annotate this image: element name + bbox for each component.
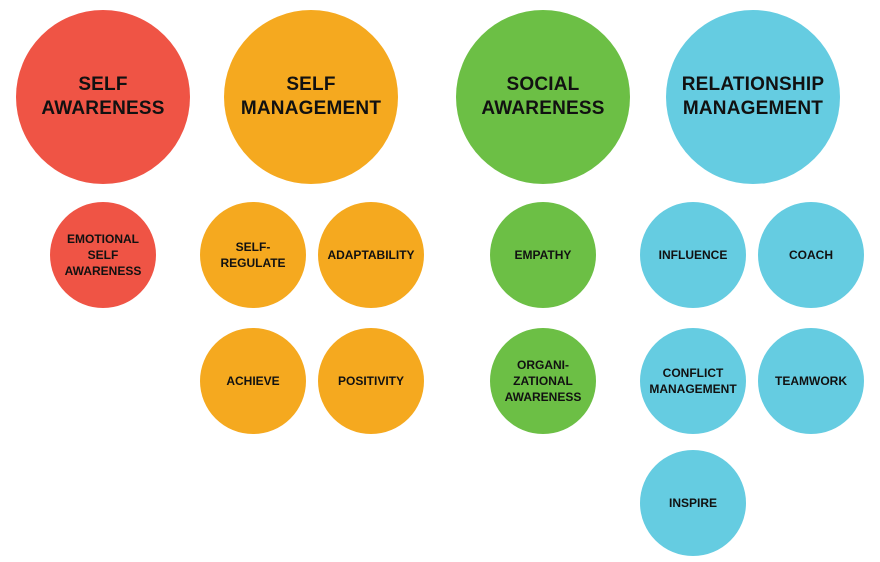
competency-label: POSITIVITY: [337, 374, 404, 388]
competency-coach: COACH: [758, 202, 864, 308]
competency-label: INFLUENCE: [658, 248, 728, 262]
competency-inspire: INSPIRE: [640, 450, 746, 556]
competency-label: COACH: [789, 248, 833, 262]
competency-positivity: POSITIVITY: [318, 328, 424, 434]
competency-label: ADAPTABILITY: [327, 248, 415, 262]
competency-label: CONFLICT MANAGEMENT: [649, 366, 737, 396]
category-relationship-management: RELATIONSHIP MANAGEMENT: [666, 10, 840, 184]
competency-label: SELF- REGULATE: [220, 240, 286, 270]
category-title: RELATIONSHIP MANAGEMENT: [681, 74, 825, 119]
competency-label: EMOTIONAL SELF AWARENESS: [64, 232, 142, 278]
category-self-management: SELF MANAGEMENT: [224, 10, 398, 184]
competency-emotional-self-awareness: EMOTIONAL SELF AWARENESS: [50, 202, 156, 308]
competency-label: TEAMWORK: [775, 374, 847, 388]
category-title: SELF AWARENESS: [41, 74, 165, 119]
competency-conflict-management: CONFLICT MANAGEMENT: [640, 328, 746, 434]
category-title: SOCIAL AWARENESS: [481, 74, 605, 119]
category-title: SELF MANAGEMENT: [240, 74, 382, 119]
competency-empathy: EMPATHY: [490, 202, 596, 308]
competency-label: ACHIEVE: [226, 374, 280, 388]
competency-achieve: ACHIEVE: [200, 328, 306, 434]
competency-label: EMPATHY: [514, 248, 572, 262]
competency-label: INSPIRE: [668, 496, 717, 510]
competency-label: ORGANI- ZATIONAL AWARENESS: [504, 358, 582, 404]
category-self-awareness: SELF AWARENESS: [16, 10, 190, 184]
competency-adaptability: ADAPTABILITY: [318, 202, 424, 308]
competency-self-regulate: SELF- REGULATE: [200, 202, 306, 308]
competency-teamwork: TEAMWORK: [758, 328, 864, 434]
category-social-awareness: SOCIAL AWARENESS: [456, 10, 630, 184]
competency-organizational-awareness: ORGANI- ZATIONAL AWARENESS: [490, 328, 596, 434]
competency-influence: INFLUENCE: [640, 202, 746, 308]
